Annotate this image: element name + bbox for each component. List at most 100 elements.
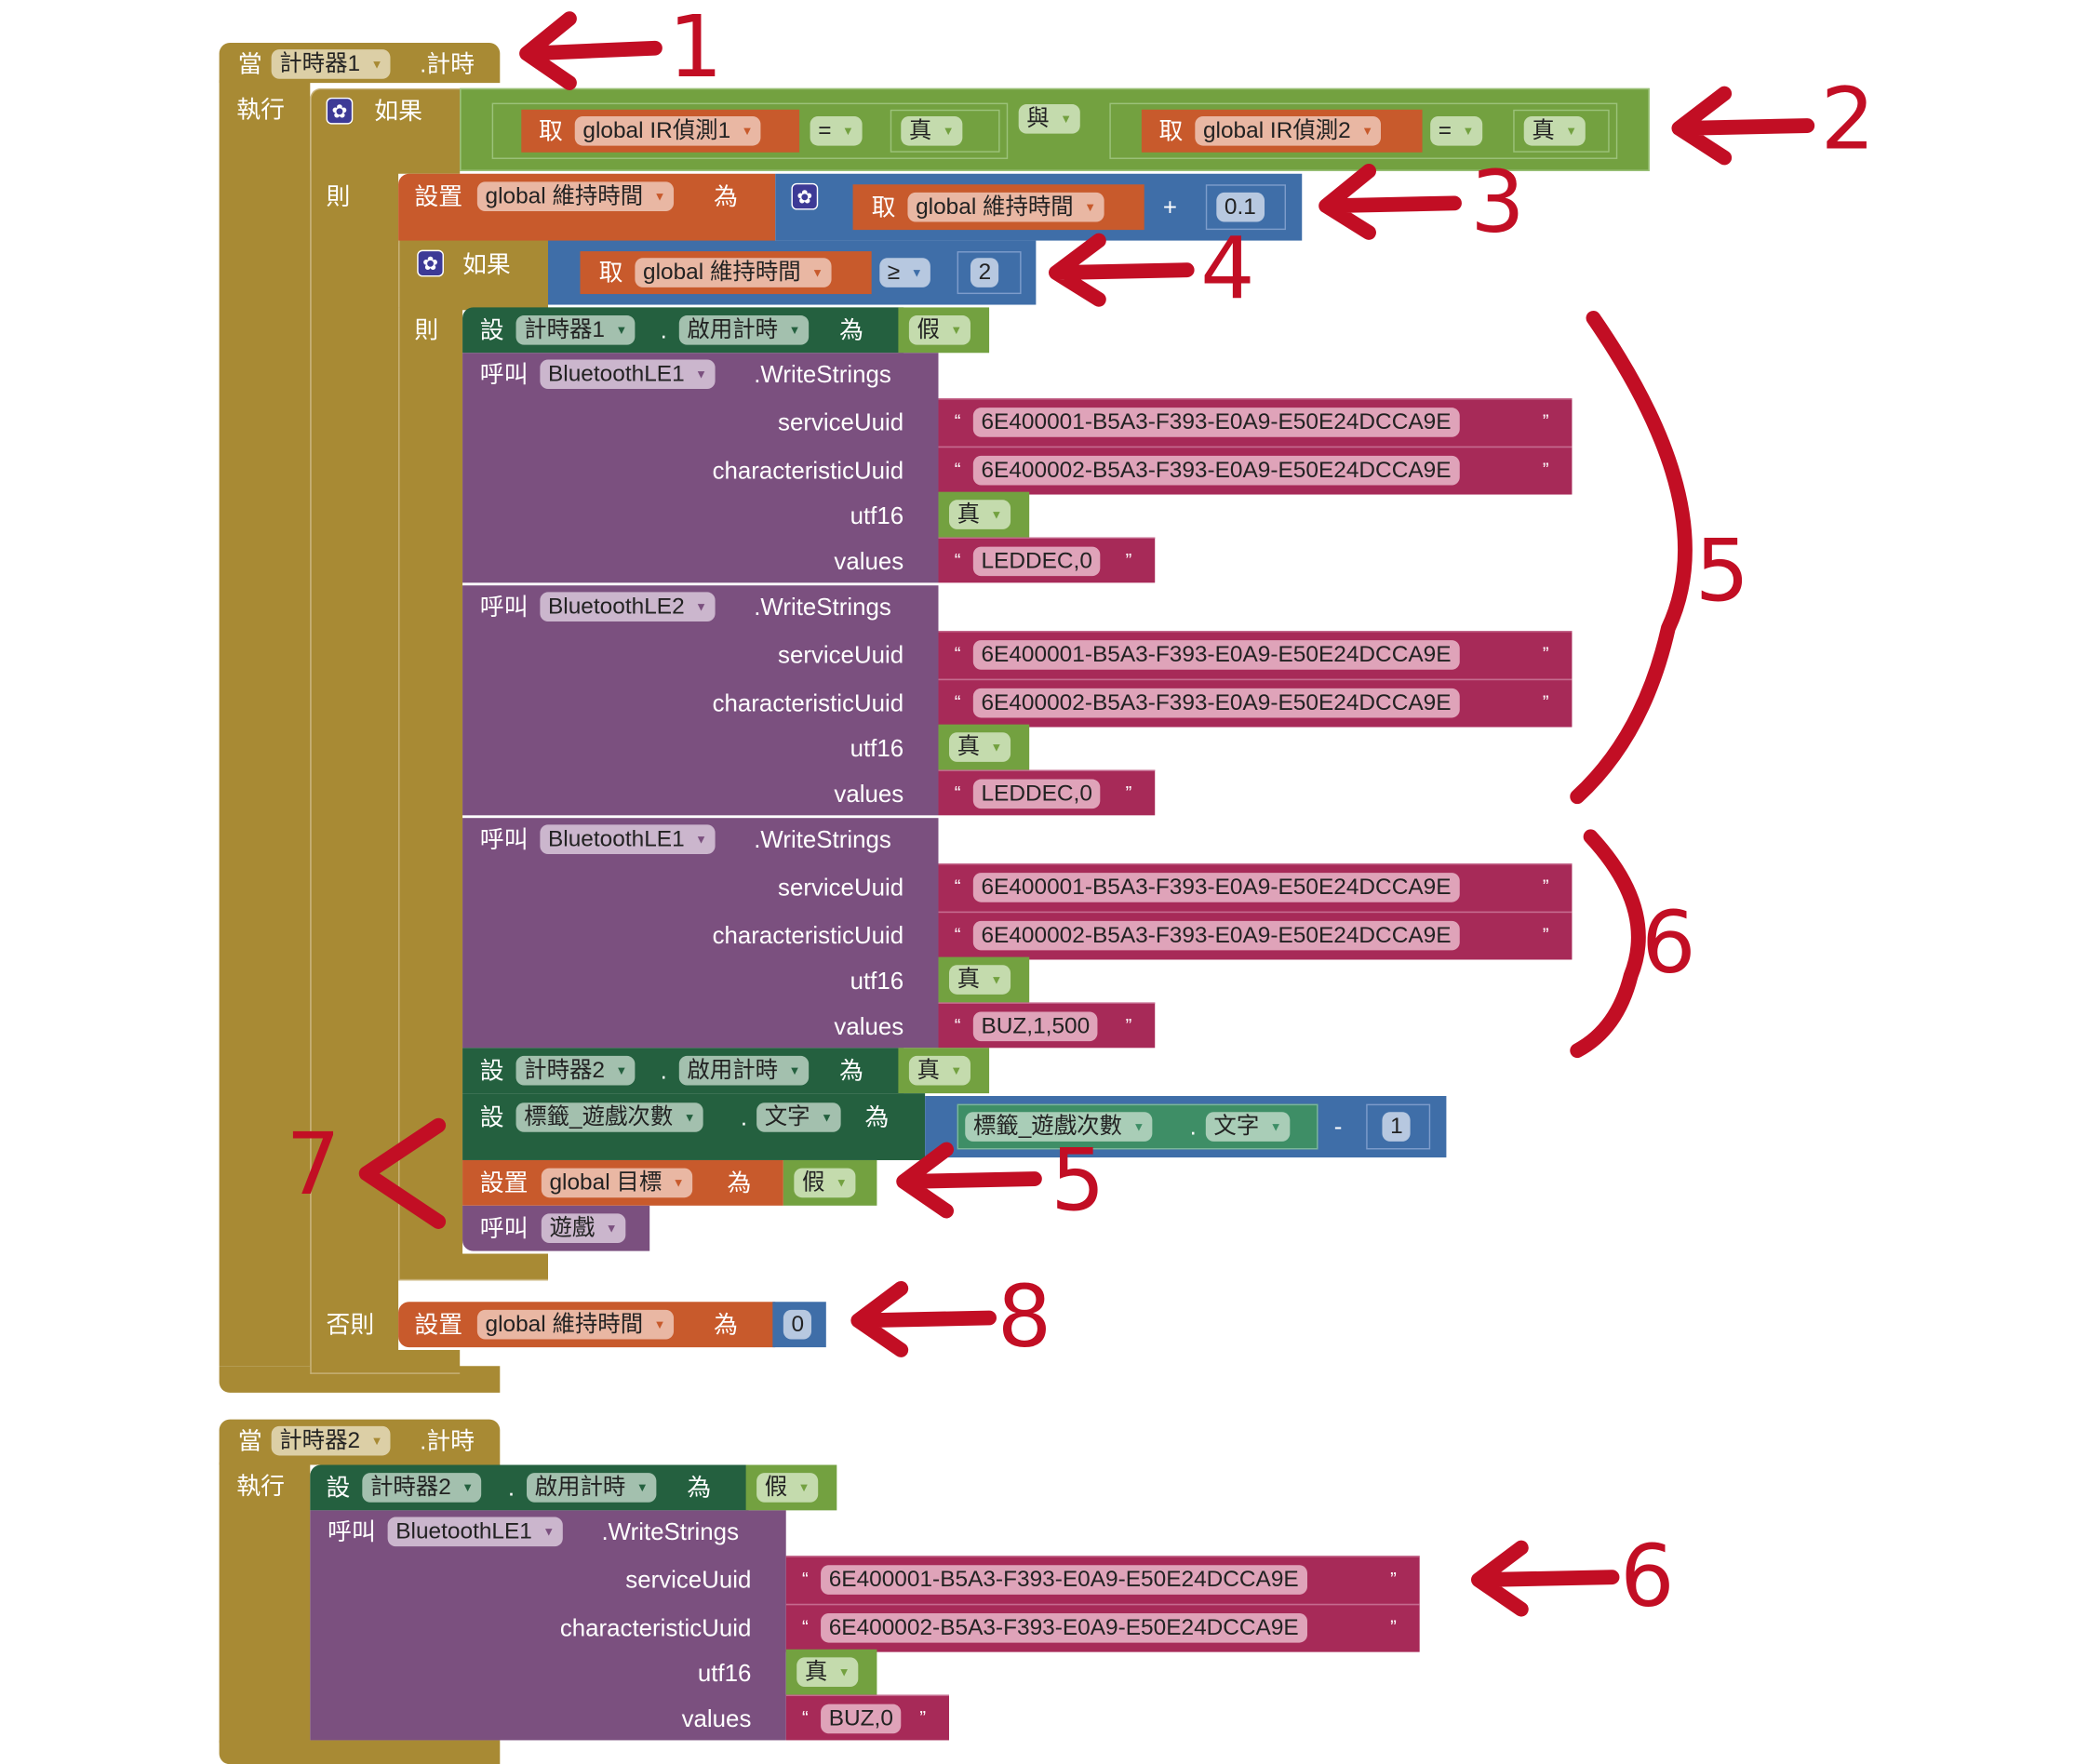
number-field[interactable]: 1 xyxy=(1382,1112,1412,1142)
quote-open: “ xyxy=(801,1568,809,1590)
number-field[interactable]: 0.1 xyxy=(1216,192,1265,222)
bool-dropdown[interactable]: 真▼ xyxy=(901,115,963,146)
write-strings-call-block[interactable] xyxy=(462,585,939,816)
text-field[interactable]: 6E400001-B5A3-F393-E0A9-E50E24DCCA9E xyxy=(972,408,1460,437)
event-block-timer2-body xyxy=(219,1462,311,1744)
var-dropdown-hold-time[interactable]: global 維持時間▼ xyxy=(635,258,832,287)
component-dropdown[interactable]: 計時器1▼ xyxy=(515,315,636,345)
gear-icon[interactable]: ✿ xyxy=(326,97,354,125)
then-label: 則 xyxy=(414,316,439,344)
component-dropdown[interactable]: 計時器2▼ xyxy=(362,1473,482,1503)
text-field[interactable]: BUZ,1,500 xyxy=(972,1011,1098,1042)
property-dropdown[interactable]: 啟用計時▼ xyxy=(678,1055,810,1086)
chevron-down-icon: ▼ xyxy=(950,323,963,338)
bool-dropdown[interactable]: 真▼ xyxy=(908,1055,970,1086)
text-field[interactable]: 6E400001-B5A3-F393-E0A9-E50E24DCCA9E xyxy=(972,640,1460,670)
arrow-8 xyxy=(850,1280,997,1357)
arg-label-serviceUuid: serviceUuid xyxy=(778,408,904,436)
text-field[interactable]: 6E400002-B5A3-F393-E0A9-E50E24DCCA9E xyxy=(821,1612,1307,1643)
write-strings-call-block[interactable] xyxy=(462,818,939,1049)
text-field[interactable]: 6E400002-B5A3-F393-E0A9-E50E24DCCA9E xyxy=(972,688,1460,718)
annotation-6: 6 xyxy=(1641,894,1696,994)
when-label: 當 xyxy=(237,50,262,78)
component-dropdown[interactable]: 計時器2▼ xyxy=(515,1055,636,1086)
bool-dropdown[interactable]: 真▼ xyxy=(796,1657,859,1687)
bool-dropdown[interactable]: 真▼ xyxy=(948,500,1011,529)
var-dropdown-ir2[interactable]: global IR偵測2▼ xyxy=(1195,115,1382,146)
compare-op-dropdown[interactable]: ≥▼ xyxy=(879,258,931,287)
write-strings-call-block[interactable] xyxy=(310,1510,786,1741)
bool-dropdown[interactable]: 真▼ xyxy=(948,732,1011,762)
dropdown-value: 真 xyxy=(957,733,981,759)
event2-component-dropdown[interactable]: 計時器2▼ xyxy=(271,1425,392,1456)
quote-close: ” xyxy=(1542,875,1549,897)
dropdown-value: global 維持時間 xyxy=(643,259,801,285)
var-dropdown-hold-time[interactable]: global 維持時間▼ xyxy=(476,181,675,211)
arrow-1 xyxy=(519,11,663,90)
text-field[interactable]: 6E400002-B5A3-F393-E0A9-E50E24DCCA9E xyxy=(972,455,1460,486)
property-dropdown[interactable]: 啟用計時▼ xyxy=(678,315,810,345)
quote-close: ” xyxy=(1542,643,1549,664)
chevron-down-icon: ▼ xyxy=(695,833,707,847)
var-dropdown-target[interactable]: global 目標▼ xyxy=(541,1168,693,1198)
bool-dropdown[interactable]: 假▼ xyxy=(756,1473,819,1503)
and-op-dropdown[interactable]: 與▼ xyxy=(1018,104,1080,134)
dropdown-value: 真 xyxy=(908,117,932,143)
arg-label-utf16: utf16 xyxy=(850,735,904,762)
chevron-down-icon: ▼ xyxy=(1361,124,1374,138)
property-dropdown[interactable]: 文字▼ xyxy=(1205,1112,1291,1142)
dropdown-value: 啟用計時 xyxy=(687,316,779,342)
write-strings-call-block[interactable] xyxy=(462,353,939,583)
gear-icon[interactable]: ✿ xyxy=(791,182,819,210)
procedure-dropdown[interactable]: 遊戲▼ xyxy=(541,1213,626,1244)
chevron-down-icon: ▼ xyxy=(837,1665,850,1679)
quote-close: ” xyxy=(1125,549,1132,571)
dropdown-value: global 維持時間 xyxy=(485,1311,644,1337)
compare-op-dropdown[interactable]: =▼ xyxy=(810,115,863,146)
chevron-down-icon: ▼ xyxy=(636,1480,649,1495)
bool-dropdown[interactable]: 真▼ xyxy=(1523,115,1586,146)
chevron-down-icon: ▼ xyxy=(683,1110,696,1125)
text-field[interactable]: LEDDEC,0 xyxy=(972,779,1101,809)
dropdown-value: 真 xyxy=(1532,117,1555,143)
annotation-8: 8 xyxy=(997,1268,1052,1368)
dropdown-value: global 維持時間 xyxy=(916,194,1074,220)
dropdown-value: = xyxy=(818,117,832,143)
gear-icon[interactable]: ✿ xyxy=(417,249,444,277)
var-dropdown-hold-time[interactable]: global 維持時間▼ xyxy=(476,1309,675,1340)
bool-dropdown[interactable]: 真▼ xyxy=(948,965,1011,995)
chevron-down-icon: ▼ xyxy=(542,1525,555,1539)
text-field[interactable]: LEDDEC,0 xyxy=(972,546,1101,577)
property-dropdown[interactable]: 啟用計時▼ xyxy=(527,1473,657,1503)
component-dropdown[interactable]: BluetoothLE1▼ xyxy=(540,824,716,854)
component-dropdown[interactable]: BluetoothLE2▼ xyxy=(540,592,716,622)
dot-label: . xyxy=(660,316,667,344)
quote-close: ” xyxy=(1542,690,1549,713)
dropdown-value: BluetoothLE2 xyxy=(548,593,685,620)
var-dropdown-hold-time[interactable]: global 維持時間▼ xyxy=(907,192,1104,222)
var-dropdown-ir1[interactable]: global IR偵測1▼ xyxy=(574,115,762,146)
method-name: .WriteStrings xyxy=(754,825,891,853)
text-field[interactable]: 6E400002-B5A3-F393-E0A9-E50E24DCCA9E xyxy=(972,920,1460,951)
number-field[interactable]: 0 xyxy=(783,1309,812,1340)
component-dropdown[interactable]: 標籤_遊戲次數▼ xyxy=(965,1112,1153,1142)
text-field[interactable]: BUZ,0 xyxy=(821,1704,902,1734)
compare-op-dropdown[interactable]: =▼ xyxy=(1430,115,1482,146)
dropdown-value: = xyxy=(1438,117,1452,143)
chevron-down-icon: ▼ xyxy=(1565,124,1578,138)
then-label: 則 xyxy=(326,182,351,210)
bool-dropdown[interactable]: 假▼ xyxy=(908,315,970,345)
component-dropdown[interactable]: 標籤_遊戲次數▼ xyxy=(515,1102,704,1132)
call-label: 呼叫 xyxy=(479,593,529,621)
event1-component-dropdown[interactable]: 計時器1▼ xyxy=(271,49,392,79)
number-field[interactable]: 2 xyxy=(970,258,999,287)
component-dropdown[interactable]: BluetoothLE1▼ xyxy=(387,1517,563,1547)
bool-dropdown[interactable]: 假▼ xyxy=(794,1168,856,1198)
text-field[interactable]: 6E400001-B5A3-F393-E0A9-E50E24DCCA9E xyxy=(821,1565,1307,1595)
event-name: .計時 xyxy=(420,50,475,78)
dropdown-value: 計時器2 xyxy=(279,1427,361,1453)
component-dropdown[interactable]: BluetoothLE1▼ xyxy=(540,359,716,390)
property-dropdown[interactable]: 文字▼ xyxy=(756,1102,841,1132)
set-label: 設 xyxy=(479,1103,504,1131)
text-field[interactable]: 6E400001-B5A3-F393-E0A9-E50E24DCCA9E xyxy=(972,873,1460,902)
